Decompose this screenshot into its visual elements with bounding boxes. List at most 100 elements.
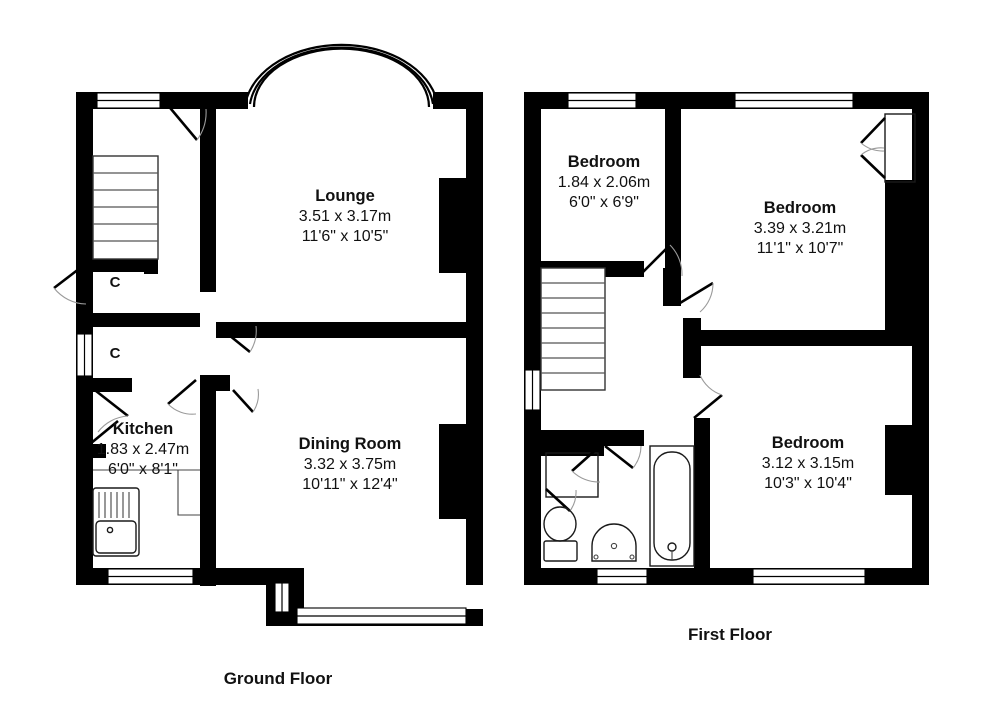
wall-bed1-door-nib	[663, 268, 681, 306]
wall-cupboard-top	[76, 258, 144, 272]
cupboard-upper-door-leaf	[53, 260, 89, 290]
kitchen-sink-bowl	[95, 520, 137, 554]
room-label-kitchen-name: Kitchen	[113, 420, 174, 438]
cupboard-upper-door-swing	[53, 287, 87, 305]
lounge-door-swing	[249, 325, 257, 353]
wall-dining-door-head	[200, 375, 230, 391]
first-floor-doors	[604, 244, 723, 470]
airing-cupboard-door-swing	[571, 470, 601, 483]
ground-floor-group: Lounge 3.51 x 3.17m 11'6" x 10'5" Dining…	[53, 43, 483, 688]
front-door-leaf	[165, 102, 198, 141]
window-bathroom-rear-frame	[596, 568, 648, 585]
room-label-lounge-metric: 3.51 x 3.17m	[299, 208, 392, 225]
bed2-door-leaf	[679, 281, 714, 305]
wall-cupboard-mid	[76, 313, 200, 327]
basin-fitting-left	[593, 554, 599, 560]
bay-arc-middle	[248, 46, 435, 105]
ground-floor-chimney-breasts	[439, 178, 468, 519]
wall-airing-cupboard	[541, 446, 604, 456]
bathtub-surround	[649, 445, 695, 567]
kitchen-unit-corner	[177, 470, 200, 516]
wardrobe-door-right-leaf	[860, 154, 886, 179]
bed1-door-leaf	[639, 244, 671, 276]
room-label-bed2-imperial: 11'1" x 10'7"	[757, 240, 844, 257]
caption-first-floor: First Floor	[688, 625, 772, 644]
cupboard-label-lower: C	[110, 345, 121, 362]
wall-landing-bed3	[683, 330, 912, 346]
airing-cupboard	[545, 445, 601, 512]
wall-bathroom-nib	[694, 418, 710, 444]
airing-cupboard-outline	[545, 452, 599, 498]
ground-floor-labels: Lounge 3.51 x 3.17m 11'6" x 10'5" Dining…	[97, 187, 402, 493]
window-rear-bay-main-frame	[296, 607, 467, 625]
room-label-kitchen-metric: 1.83 x 2.47m	[97, 441, 190, 458]
room-label-bed2-metric: 3.39 x 3.21m	[754, 220, 847, 237]
window-landing-left-frame	[524, 369, 541, 411]
bed2-door-swing	[699, 282, 714, 313]
basin-tap	[610, 542, 618, 550]
basin-fitting-right	[629, 554, 635, 560]
wall-bed1-bed2	[665, 92, 681, 277]
bathroom-door-leaf	[604, 444, 634, 470]
window-rear-bay-side-frame	[274, 582, 290, 613]
room-label-lounge-name: Lounge	[315, 187, 375, 205]
first-floor-group: Bedroom 1.84 x 2.06m 6'0" x 6'9" Bedroom…	[524, 92, 929, 644]
ground-floor-partitions	[76, 92, 466, 586]
wall-landing-nib-top	[683, 318, 701, 346]
window-bed2-front-frame	[734, 92, 854, 109]
basin-bowl	[591, 523, 637, 562]
airing-cupboard-door2-swing	[569, 489, 577, 512]
room-label-bed1-imperial: 6'0" x 6'9"	[569, 194, 639, 211]
wall-left-exterior-ff	[524, 92, 541, 585]
wall-hall-dining	[200, 398, 216, 586]
first-floor-staircase	[540, 267, 606, 391]
window-front-hall-frame	[96, 92, 161, 109]
chimney-breast-lounge	[439, 178, 468, 273]
chimney-breast-bed2	[885, 180, 913, 330]
room-label-bed2-name: Bedroom	[764, 199, 836, 217]
lounge-bay-window	[244, 43, 439, 108]
window-bed1-front-frame	[567, 92, 637, 109]
ground-floor-staircase	[92, 155, 159, 260]
window-kitchen-rear-frame	[107, 568, 194, 585]
wall-landing-bottom-nib	[598, 430, 644, 446]
wardrobe-door-left-swing	[860, 142, 885, 152]
caption-ground-floor: Ground Floor	[224, 669, 333, 688]
bathtub-plughole	[667, 542, 677, 552]
chimney-breast-bed3	[885, 425, 913, 495]
kitchen-door-leaf	[167, 379, 197, 405]
bathroom-fixtures	[543, 445, 695, 567]
kitchen-external-door-leaf	[89, 419, 119, 446]
wall-landing-nib-bottom	[683, 346, 701, 378]
wall-lounge-dining	[216, 322, 466, 338]
cupboard-label-upper: C	[110, 274, 121, 291]
first-floor-windows	[524, 92, 866, 585]
dining-door-leaf	[232, 389, 254, 413]
wall-kitchen-head	[76, 444, 106, 458]
bay-arc-inner	[252, 47, 431, 108]
room-label-lounge-imperial: 11'6" x 10'5"	[302, 228, 389, 245]
room-label-bed3-imperial: 10'3" x 10'4"	[764, 475, 852, 492]
airing-cupboard-door2-leaf	[545, 488, 571, 512]
room-label-kitchen-imperial: 6'0" x 8'1"	[108, 461, 178, 478]
room-label-bed3-metric: 3.12 x 3.15m	[762, 455, 855, 472]
window-left-cupboard-frame	[76, 333, 93, 377]
chimney-breast-dining	[439, 424, 468, 519]
cupboard-lower-door-leaf	[95, 389, 129, 418]
dining-door-swing	[252, 388, 259, 413]
wall-cupboard-bottom	[76, 378, 132, 392]
kitchen-sink-outline	[92, 487, 140, 557]
first-floor-chimney-breast	[885, 180, 913, 495]
airing-cupboard-door-leaf	[571, 445, 601, 472]
wardrobe-outline	[884, 113, 916, 183]
bed3-door-swing	[699, 374, 723, 396]
wall-understair	[144, 258, 158, 274]
bathroom-door-swing	[632, 445, 642, 469]
lounge-door-leaf	[218, 325, 251, 354]
wardrobe-door-left-leaf	[860, 117, 886, 144]
room-label-dining-metric: 3.32 x 3.75m	[304, 456, 397, 473]
staircase-outline-ff	[540, 267, 606, 391]
wall-right-exterior	[466, 92, 483, 585]
